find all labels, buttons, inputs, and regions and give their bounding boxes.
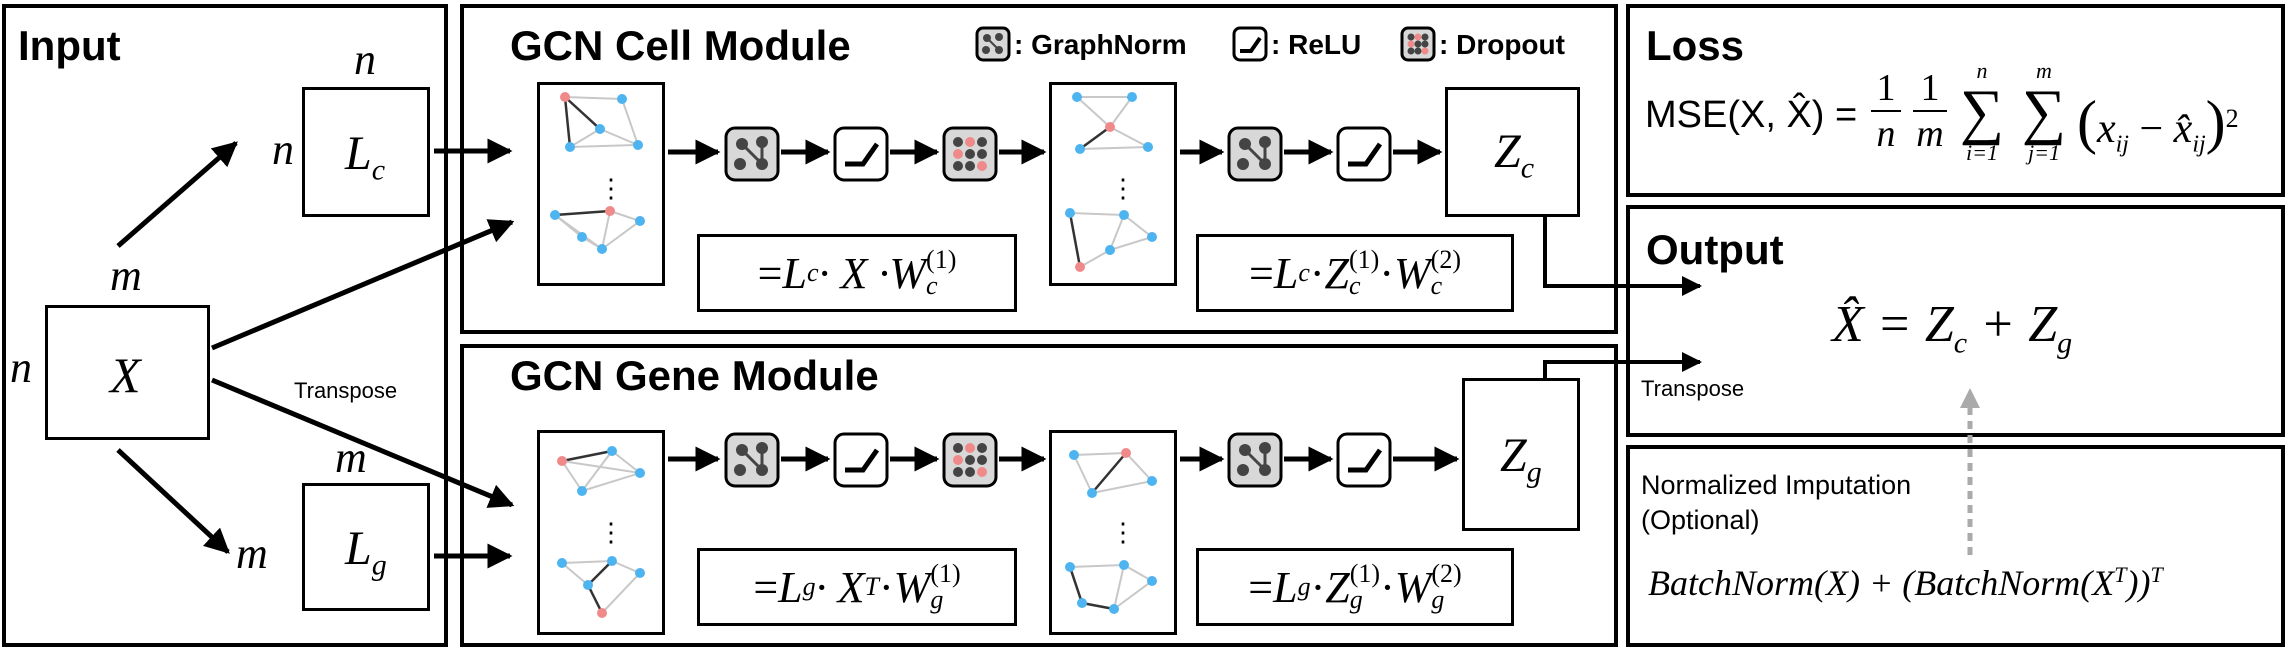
gcn-cell-module-title: GCN Cell Module	[510, 22, 851, 69]
matrix-x-rows-label: n	[10, 343, 32, 392]
subgraph-top-icon	[1072, 92, 1153, 154]
loss-title: Loss	[1646, 22, 1745, 69]
matrix-x-cols-label: m	[110, 251, 142, 300]
output-transpose-label: Transpose	[1641, 376, 1745, 401]
subgraph-top-icon	[1069, 448, 1157, 498]
dropout-icon	[942, 432, 998, 488]
relu-legend-label: : ReLU	[1271, 29, 1362, 60]
matrix-lg-cols-label: m	[335, 433, 367, 482]
subgraph-bottom-icon	[1065, 560, 1157, 614]
subgraph-bottom-icon	[557, 556, 645, 618]
subgraph-bottom-icon	[550, 206, 645, 254]
loss-sum-i: n ∑ i=1	[1959, 58, 2005, 165]
output-panel	[1626, 205, 2285, 437]
relu-icon	[1336, 432, 1392, 488]
graphnorm-legend-icon	[975, 26, 1011, 62]
ellipsis-icon: ⋮	[1110, 518, 1136, 547]
ellipsis-icon: ⋮	[598, 174, 624, 203]
ellipsis-icon: ⋮	[598, 518, 624, 547]
graphnorm-icon	[724, 126, 780, 182]
dropout-legend-icon	[1400, 26, 1436, 62]
matrix-lc-rows-label: n	[272, 125, 294, 174]
graphnorm-icon	[1227, 432, 1283, 488]
graphnorm-icon	[724, 432, 780, 488]
relu-icon	[1336, 126, 1392, 182]
dropout-icon	[942, 126, 998, 182]
imputation-panel	[1626, 445, 2285, 647]
matrix-lc-cols-label: n	[354, 35, 376, 84]
input-title: Input	[18, 22, 121, 69]
output-formula: X̂ = Zc + Zg	[1832, 296, 2073, 360]
matrix-lg-label: Lg	[345, 522, 387, 582]
zc-output-label: Zc	[1494, 125, 1535, 185]
loss-sum-j: m ∑ j=1	[2021, 58, 2067, 165]
gene-hidden-graph-icon: ⋮	[1065, 448, 1157, 614]
subgraph-top-icon	[557, 446, 645, 496]
loss-panel	[1626, 4, 2285, 197]
output-title: Output	[1646, 226, 1784, 273]
zg-output-label: Zg	[1500, 429, 1542, 489]
relu-icon	[833, 432, 889, 488]
gcn-gene-module-title: GCN Gene Module	[510, 352, 879, 399]
subgraph-bottom-icon	[1065, 208, 1157, 272]
imputation-label-line2: (Optional)	[1641, 505, 1760, 535]
dropout-legend-label: : Dropout	[1439, 29, 1565, 60]
matrix-lg-rows-label: m	[236, 529, 268, 578]
matrix-x-label: X	[110, 347, 141, 403]
gene-hidden-graph-frame	[1049, 430, 1177, 635]
matrix-lc-box	[302, 87, 430, 217]
gene-input-graph-icon: ⋮	[557, 446, 645, 618]
graphnorm-icon	[1227, 126, 1283, 182]
subgraph-top-icon	[560, 92, 643, 152]
matrix-x-box	[45, 305, 210, 440]
imputation-label-line1: Normalized Imputation	[1641, 470, 1912, 500]
ellipsis-icon: ⋮	[1110, 174, 1136, 203]
gcn-cell-module-panel	[460, 4, 1618, 334]
matrix-lc-label: Lc	[345, 127, 386, 187]
relu-legend-icon	[1232, 26, 1268, 62]
cell-input-graph-icon: ⋮	[550, 92, 645, 254]
loss-lhs: MSE(X, X̂) =	[1645, 94, 1858, 136]
graphnorm-legend-label: : GraphNorm	[1014, 29, 1187, 60]
imputation-formula: BatchNorm(X) + (BatchNorm(XT))T	[1648, 562, 2163, 603]
loss-term: (xij − x̂ij)2	[2077, 89, 2239, 158]
zc-output-box	[1445, 87, 1580, 217]
cell-hidden-graph-icon: ⋮	[1065, 92, 1157, 272]
zg-output-box	[1462, 378, 1580, 531]
input-transpose-label: Transpose	[294, 378, 398, 403]
relu-icon	[833, 126, 889, 182]
